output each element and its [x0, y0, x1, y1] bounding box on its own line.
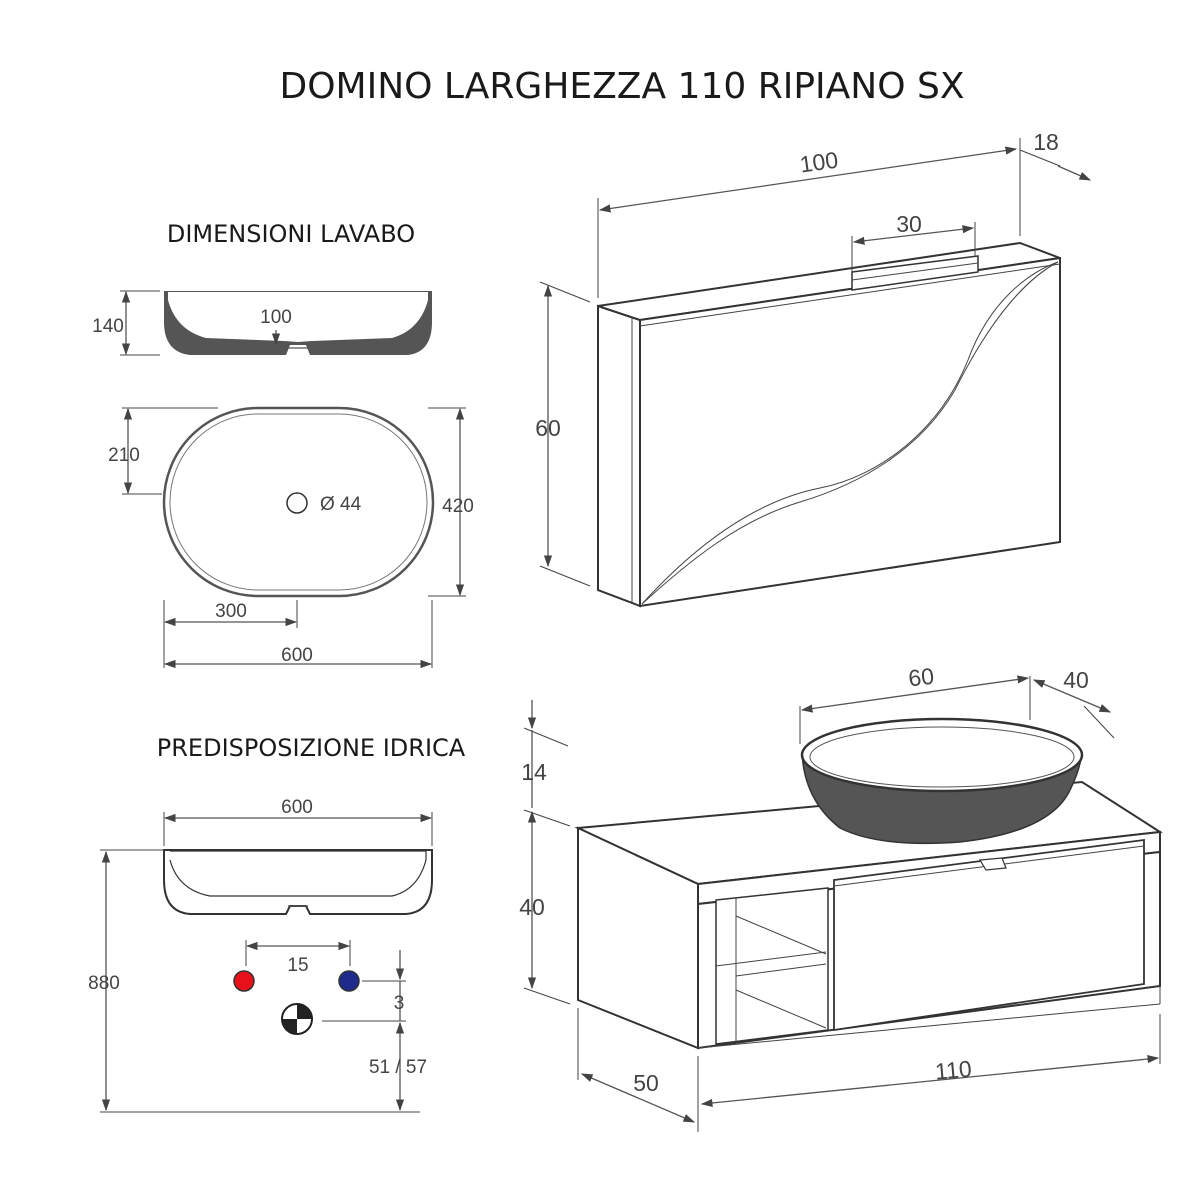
plumbing-height-label: 880 [88, 973, 120, 994]
drain-height-label: 51 / 57 [369, 1057, 427, 1078]
pipe-offset-label: 3 [394, 993, 405, 1014]
cabinet-height-label: 40 [519, 894, 545, 920]
hot-water-icon [233, 970, 255, 992]
mirror-cabinet [597, 241, 1061, 608]
cabinet-width-label: 110 [934, 1055, 973, 1084]
basin-top-view [162, 406, 435, 598]
drawer-handle [978, 857, 1007, 871]
mirror-light-fixture [851, 255, 979, 291]
vessel-basin [800, 717, 1084, 845]
basin-depth-label: 420 [442, 496, 474, 517]
plumbing-width-label: 600 [281, 797, 313, 818]
basin-half-depth-label: 210 [108, 445, 140, 466]
section-title-plumbing: PREDISPOSIZIONE IDRICA [157, 734, 466, 762]
section-title-basin: DIMENSIONI LAVABO [167, 220, 415, 248]
vessel-height-label: 14 [521, 759, 547, 785]
cold-water-icon [338, 970, 360, 992]
basin-side-view [164, 291, 432, 355]
basin-drain-label: Ø 44 [320, 494, 362, 515]
cabinet-depth-label: 50 [633, 1070, 659, 1096]
page-title: DOMINO LARGHEZZA 110 RIPIANO SX [279, 66, 964, 107]
basin-front-view [163, 849, 433, 915]
mirror-light-width-label: 30 [896, 211, 922, 237]
mirror-height-label: 60 [535, 415, 561, 441]
mirror-width-label: 100 [798, 147, 840, 178]
drain-outlet-icon [281, 1003, 313, 1035]
basin-width-label: 600 [281, 645, 313, 666]
basin-height-label: 140 [92, 316, 124, 337]
vessel-depth-label: 40 [1063, 667, 1089, 693]
basin-half-width-label: 300 [215, 601, 247, 622]
mirror-depth-label: 18 [1033, 129, 1059, 155]
basin-inner-depth-label: 100 [260, 307, 292, 328]
vessel-width-label: 60 [907, 663, 935, 692]
drain-hole-icon [286, 492, 308, 514]
pipe-spacing-label: 15 [287, 955, 308, 976]
